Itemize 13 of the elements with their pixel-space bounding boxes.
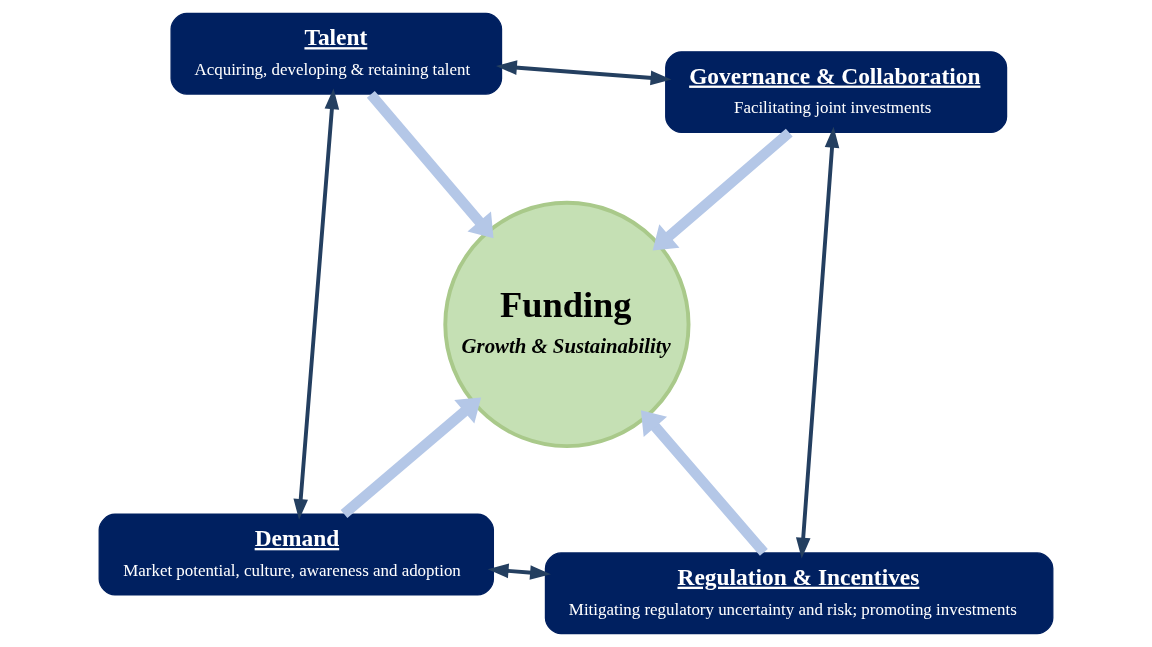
arrow	[366, 90, 494, 239]
arrow	[652, 128, 793, 251]
node-box: Governance & Collaboration Facilitating joint investments	[665, 51, 1008, 134]
node-box: Talent Acquiring, developing & retaining talent	[170, 12, 503, 95]
node-circle: Funding Growth & Sustainability	[443, 200, 691, 449]
node-box: Regulation & Incentives Mitigating regulatory uncertainty and risk; promoting investments	[544, 552, 1054, 635]
arrow	[293, 88, 340, 520]
arrow	[340, 397, 482, 518]
arrow	[487, 563, 551, 580]
arrow	[640, 410, 768, 556]
arrow	[496, 60, 672, 86]
node-box: Demand Market potential, culture, awareness and adoption	[98, 513, 494, 596]
arrow	[795, 126, 840, 559]
